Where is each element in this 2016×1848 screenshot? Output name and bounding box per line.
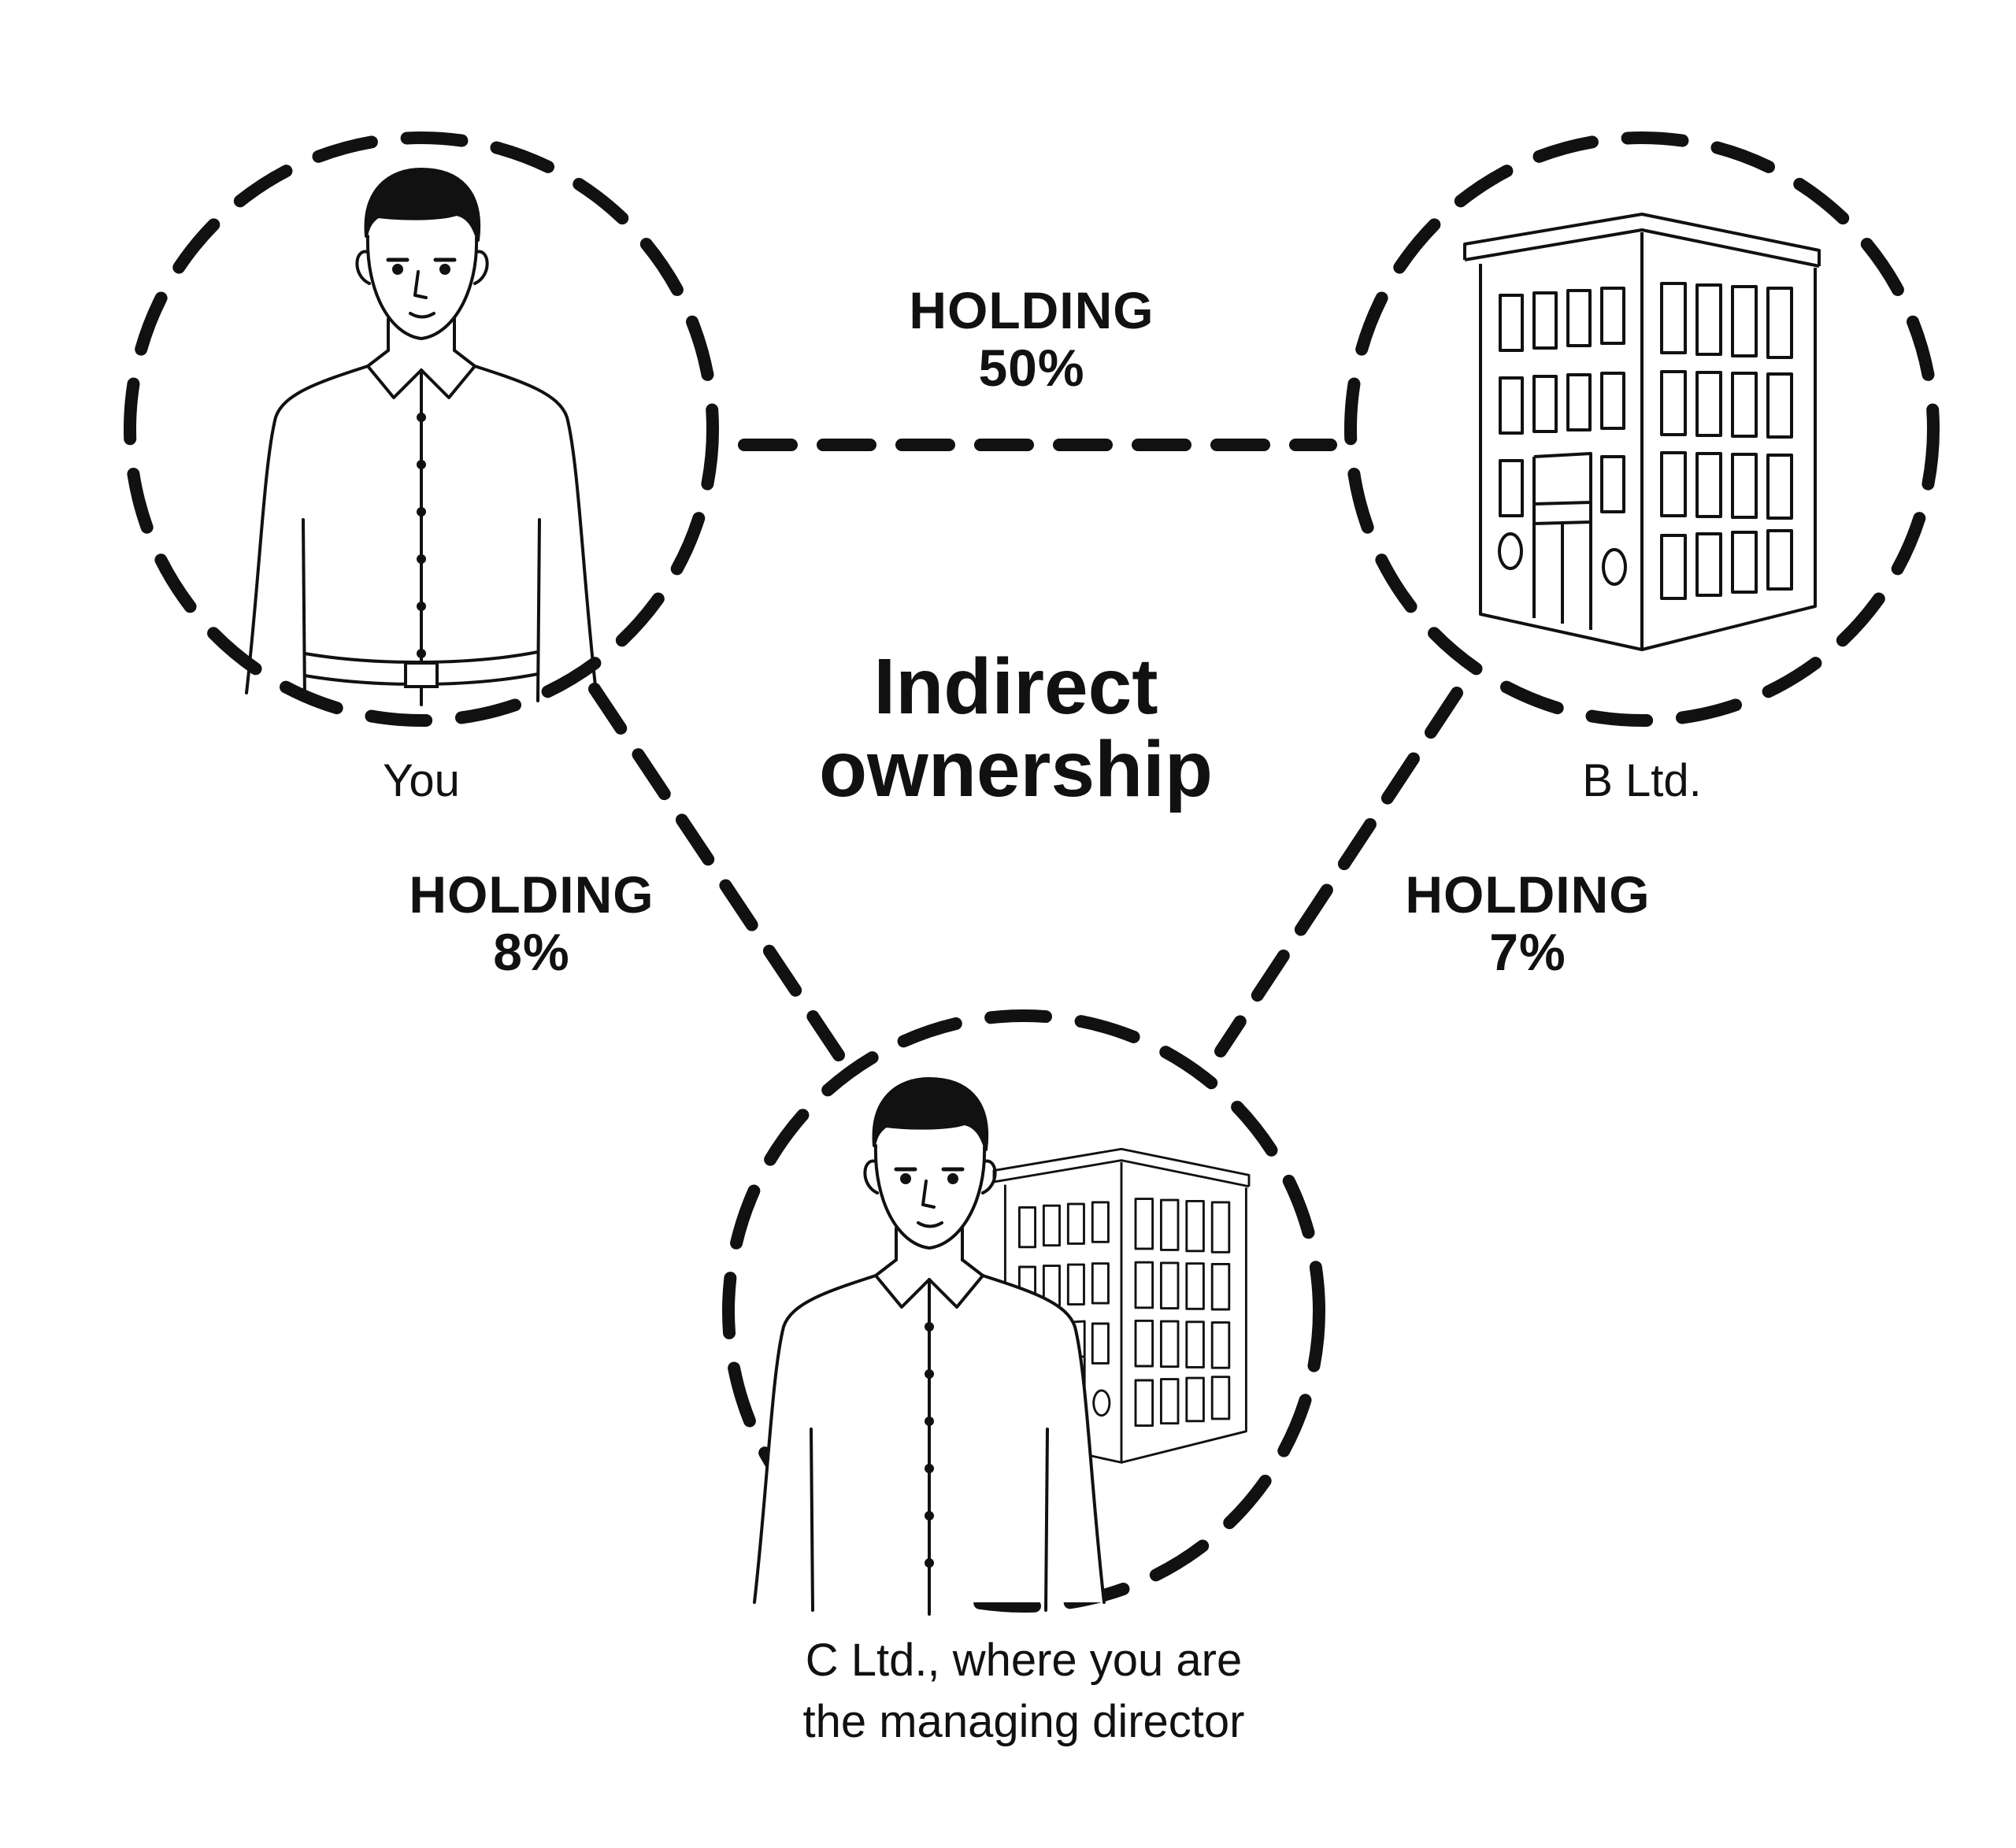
node-circle-c-ltd — [722, 1009, 1325, 1613]
holding-percent: 7% — [1489, 922, 1566, 981]
node-label-you: You — [383, 755, 460, 806]
edge-label-you-c-ltd: HOLDING 8% — [358, 866, 705, 980]
holding-word: HOLDING — [1405, 865, 1651, 924]
node-circle-b-ltd — [1344, 131, 1940, 727]
node-label-c-ltd: C Ltd., where you are the managing direc… — [669, 1630, 1378, 1754]
edge-b-ltd-c-ltd — [1214, 687, 1463, 1057]
holding-percent: 50% — [978, 338, 1085, 397]
person-with-building-icon — [754, 1079, 1251, 1614]
office-building-icon — [1463, 213, 1821, 651]
title-line-1: Indirect — [873, 643, 1158, 731]
c-ltd-label-line-2: the managing director — [802, 1696, 1245, 1748]
holding-word: HOLDING — [409, 865, 654, 924]
edge-label-b-ltd-c-ltd: HOLDING 7% — [1354, 866, 1701, 980]
node-label-b-ltd: B Ltd. — [1582, 755, 1702, 806]
node-circle-you — [124, 131, 719, 727]
edge-label-you-b-ltd: HOLDING 50% — [858, 282, 1205, 396]
title-line-2: ownership — [818, 725, 1214, 813]
holding-percent: 8% — [493, 922, 570, 981]
edge-you-c-ltd — [588, 683, 845, 1061]
person-icon — [246, 169, 596, 705]
diagram-title: Indirect ownership — [772, 646, 1260, 811]
holding-word: HOLDING — [909, 281, 1154, 339]
c-ltd-label-line-1: C Ltd., where you are — [805, 1635, 1243, 1686]
